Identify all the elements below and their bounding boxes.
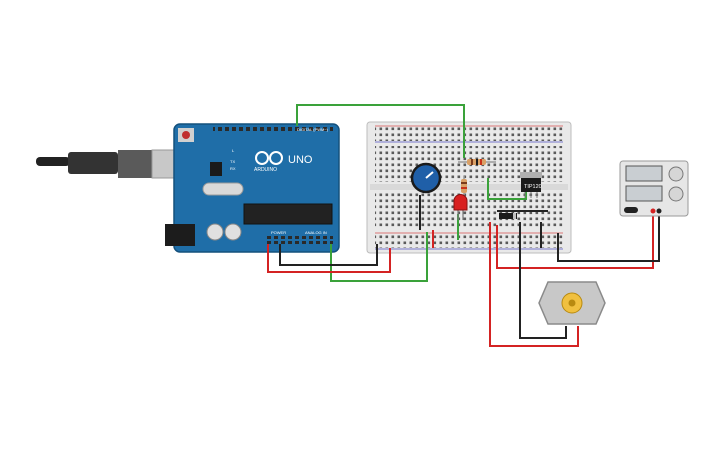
red-wire-5v[interactable] bbox=[267, 244, 391, 273]
power-pins-label: POWER bbox=[271, 230, 286, 235]
arduino-uno-board[interactable]: UNO ARDUINO DIGITAL (PWM~) POWER ANALOG … bbox=[165, 123, 340, 253]
voltage-knob-icon[interactable] bbox=[668, 166, 684, 182]
diode-icon[interactable] bbox=[499, 213, 517, 219]
l-led-label: L bbox=[232, 148, 235, 153]
transistor-label: TIP120 bbox=[524, 184, 542, 190]
board-brand-label: ARDUINO bbox=[254, 167, 277, 173]
black-wire-motor[interactable] bbox=[519, 222, 567, 339]
resistor-icon[interactable] bbox=[458, 159, 496, 165]
positive-terminal-icon[interactable] bbox=[650, 208, 656, 214]
transistor-icon[interactable]: TIP120 bbox=[520, 172, 542, 198]
current-knob-icon[interactable] bbox=[668, 186, 684, 202]
led-icon[interactable] bbox=[453, 194, 468, 220]
green-wire-pot-signal[interactable] bbox=[296, 104, 465, 158]
usb-cable-icon[interactable] bbox=[36, 149, 185, 179]
resistor-icon[interactable] bbox=[461, 176, 467, 196]
board-model-label: UNO bbox=[288, 154, 313, 166]
voltage-display bbox=[625, 165, 663, 182]
red-wire-motor[interactable] bbox=[489, 222, 579, 347]
black-wire-gnd[interactable] bbox=[279, 244, 378, 266]
dc-motor-icon[interactable] bbox=[538, 281, 606, 325]
power-supply-icon[interactable] bbox=[619, 160, 689, 217]
arduino-logo-icon bbox=[255, 151, 283, 165]
green-wire-base[interactable] bbox=[487, 178, 527, 200]
wires bbox=[267, 104, 660, 347]
current-display bbox=[625, 185, 663, 202]
power-switch-icon[interactable] bbox=[624, 207, 638, 213]
rx-label: RX bbox=[230, 166, 236, 171]
red-wire-supply[interactable] bbox=[496, 211, 654, 269]
black-wire-supply[interactable] bbox=[557, 211, 660, 262]
negative-terminal-icon[interactable] bbox=[656, 208, 662, 214]
tx-label: TX bbox=[230, 159, 235, 164]
potentiometer-icon[interactable] bbox=[410, 162, 442, 194]
analog-pins-label: ANALOG IN bbox=[305, 230, 327, 235]
digital-pins-label: DIGITAL (PWM~) bbox=[297, 127, 329, 132]
green-wire-analog[interactable] bbox=[330, 232, 428, 282]
